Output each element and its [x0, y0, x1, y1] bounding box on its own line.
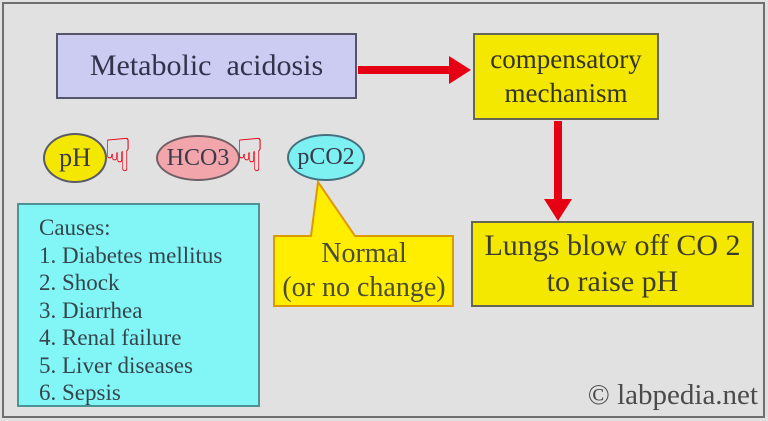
ph-indicator-ellipse: pH [43, 133, 107, 183]
causes-list-box: Causes: 1. Diabetes mellitus 2. Shock 3.… [17, 203, 260, 407]
arrow-metabolic-to-compensatory-icon [358, 56, 471, 84]
compensatory-mechanism-box: compensatory mechanism [473, 33, 659, 120]
pco2-indicator-ellipse: pCO2 [287, 134, 365, 181]
causes-item: 1. Diabetes mellitus [39, 242, 223, 268]
causes-item: 2. Shock [39, 270, 120, 295]
ph-label: pH [59, 143, 91, 172]
hco3-indicator-ellipse: HCO3 [156, 135, 240, 181]
normal-callout-bubble [273, 179, 454, 307]
causes-heading: Causes: [39, 215, 111, 240]
thumb-down-icon: ☟ [236, 128, 265, 182]
watermark: © labpedia.net [587, 379, 758, 411]
pco2-label: pCO2 [297, 144, 355, 170]
causes-item: 4. Renal failure [39, 325, 182, 350]
metabolic-acidosis-box: Metabolic acidosis [56, 33, 357, 99]
normal-callout-text: Normal (or no change) [282, 238, 446, 303]
causes-item: 3. Diarrhea [39, 297, 143, 323]
causes-item: 5. Liver diseases [39, 352, 193, 378]
lungs-blow-off-co2-box: Lungs blow off CO 2 to raise pH [471, 221, 754, 307]
arrow-compensatory-to-lungs-icon [544, 121, 572, 221]
thumb-down-icon: ☟ [104, 128, 133, 182]
hco3-label: HCO3 [166, 144, 230, 171]
causes-item: 6. Sepsis [39, 380, 121, 405]
